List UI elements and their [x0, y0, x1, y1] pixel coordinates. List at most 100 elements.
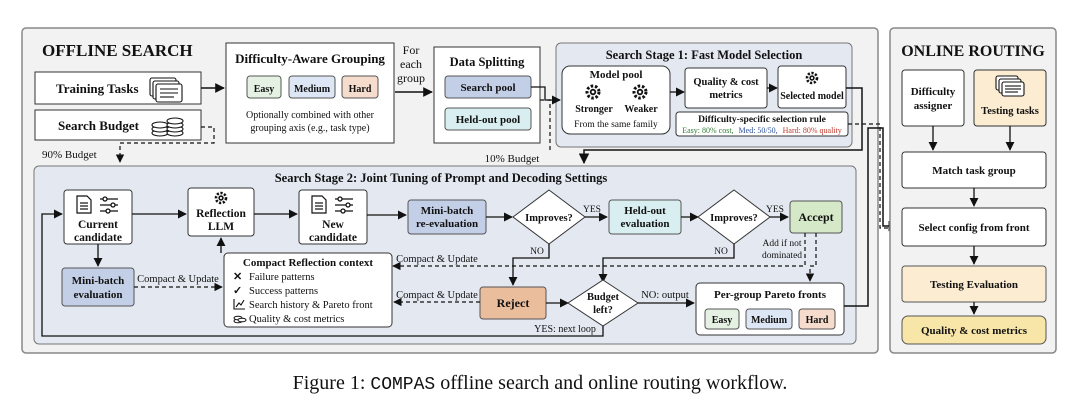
arrow-budget-yes-loop — [41, 209, 604, 337]
figure-caption: Figure 1: COMPAS offline search and onli… — [0, 372, 1080, 395]
current-candidate-line1: Current — [78, 219, 118, 231]
document-icon — [76, 195, 92, 214]
workflow-diagram: OFFLINE SEARCH Training Tasks Search Bud… — [21, 27, 1057, 354]
no-label-1: NO — [530, 247, 544, 257]
pareto-easy-chip — [704, 308, 740, 330]
compact-update-label-3: Compact & Update — [396, 290, 478, 301]
stronger-label: Stronger — [575, 104, 613, 115]
same-family-label: From the same family — [574, 119, 658, 130]
model-pool-box — [561, 65, 671, 135]
reflection-llm-line1: Reflection — [196, 208, 246, 220]
add-if-not-line1: Add if not — [762, 238, 801, 249]
yes-next-loop-label: YES: next loop — [534, 324, 596, 335]
selection-rule-values: Easy: 80% cost, Med: 50/50, Hard: 80% qu… — [682, 126, 842, 135]
offline-title: OFFLINE SEARCH — [42, 41, 193, 60]
reflection-context-box — [223, 252, 393, 328]
context-item-metrics: Quality & cost metrics — [249, 314, 344, 325]
quality-metrics-line2: metrics — [709, 90, 742, 101]
gear-icon — [805, 71, 819, 85]
document-icon — [311, 195, 327, 214]
stack-of-papers-icon — [995, 75, 1025, 97]
grouping-note-line2: grouping axis (e.g., task type) — [250, 123, 369, 134]
model-pool-title: Model pool — [590, 69, 643, 81]
accept-label: Accept — [798, 210, 833, 224]
reject-label: Reject — [497, 296, 530, 310]
stage1-title: Search Stage 1: Fast Model Selection — [606, 48, 803, 62]
select-config-label: Select config from front — [918, 222, 1029, 234]
for-each-group-line2: each — [400, 57, 422, 71]
grouping-hard-chip — [341, 75, 379, 99]
quality-metrics-line1: Quality & cost — [693, 77, 759, 88]
no-label-2: NO — [714, 247, 728, 257]
caption-suffix: offline search and online routing workfl… — [435, 372, 788, 394]
dashed-rule-to-online — [848, 123, 898, 229]
arrow-pareto-to-online — [844, 127, 900, 307]
heldout-eval-line2: evaluation — [621, 218, 670, 230]
search-pool-label: Search pool — [460, 82, 515, 94]
context-item-success: Success patterns — [249, 286, 318, 297]
for-each-group-line1: For — [403, 43, 420, 57]
minibatch-reeval-line1: Mini-batch — [421, 205, 474, 217]
selected-model-label: Selected model — [780, 91, 844, 102]
match-group-label: Match task group — [932, 165, 1016, 177]
context-item-failure: Failure patterns — [249, 272, 315, 283]
testing-tasks-label: Testing tasks — [981, 106, 1039, 117]
quality-cost-box — [901, 315, 1047, 345]
gear-icon — [585, 84, 601, 100]
difficulty-assigner-line2: assigner — [914, 100, 953, 112]
budget-left-line2: left? — [593, 305, 613, 316]
quality-cost-label: Quality & cost metrics — [921, 325, 1028, 337]
stack-of-papers-icon — [149, 77, 183, 103]
heldout-eval-line1: Held-out — [624, 205, 666, 217]
decision-improves-2-label: Improves? — [710, 213, 758, 224]
caption-system-name: COMPAS — [370, 375, 436, 395]
pareto-hard-label: Hard — [806, 315, 829, 326]
grouping-hard-label: Hard — [349, 84, 372, 95]
dashed-budget-90 — [115, 126, 215, 163]
heldout-pool-box — [444, 107, 532, 131]
selection-rule-title: Difficulty-specific selection rule — [698, 115, 826, 125]
sliders-icon — [335, 196, 353, 214]
line-chart-icon — [233, 299, 245, 310]
budget-90-label: 90% Budget — [42, 149, 97, 161]
minibatch-reeval-line2: re-evaluation — [416, 218, 478, 230]
minibatch-eval-line1: Mini-batch — [72, 275, 125, 287]
pareto-medium-label: Medium — [751, 315, 788, 326]
no-output-label: NO: output — [641, 290, 689, 301]
dashed-accept-compact — [392, 233, 806, 271]
pareto-easy-label: Easy — [712, 315, 733, 326]
reflection-context-title: Compact Reflection context — [243, 257, 373, 269]
training-tasks-label: Training Tasks — [56, 81, 139, 96]
data-splitting-title: Data Splitting — [450, 55, 525, 69]
new-candidate-line2: candidate — [309, 232, 357, 244]
gear-icon — [214, 191, 228, 205]
yes-label-1: YES — [583, 205, 601, 215]
rule-hard: Hard: 80% quality — [783, 126, 842, 135]
context-item-history: Search history & Pareto front — [249, 300, 373, 311]
new-candidate-line1: New — [322, 219, 344, 231]
pareto-hard-chip — [798, 308, 836, 330]
quality-metrics-box — [684, 67, 768, 109]
caption-prefix: Figure 1: — [292, 372, 371, 394]
rule-med: Med: 50/50, — [739, 126, 778, 135]
budget-10-label: 10% Budget — [485, 153, 540, 165]
dashed-budget-10 — [540, 99, 552, 151]
grouping-medium-label: Medium — [294, 84, 331, 95]
x-icon: ✕ — [233, 271, 242, 283]
arrow-decision2-no — [598, 244, 735, 283]
grouping-medium-chip — [288, 75, 336, 99]
grouping-easy-label: Easy — [254, 84, 275, 95]
arrow-searchpool-to-stage1 — [531, 86, 561, 105]
gear-icon — [632, 84, 648, 100]
search-budget-label: Search Budget — [58, 118, 140, 133]
testing-eval-label: Testing Evaluation — [930, 279, 1018, 291]
heldout-pool-label: Held-out pool — [456, 114, 520, 126]
check-icon: ✓ — [233, 285, 242, 297]
online-title: ONLINE ROUTING — [901, 43, 1045, 60]
arrow-stage1-to-stage2 — [578, 87, 863, 165]
sliders-icon — [100, 196, 118, 214]
coins-icon — [151, 117, 184, 137]
weaker-label: Weaker — [624, 104, 658, 115]
pareto-fronts-title: Per-group Pareto fronts — [714, 289, 827, 301]
yes-label-2: YES — [766, 205, 784, 215]
